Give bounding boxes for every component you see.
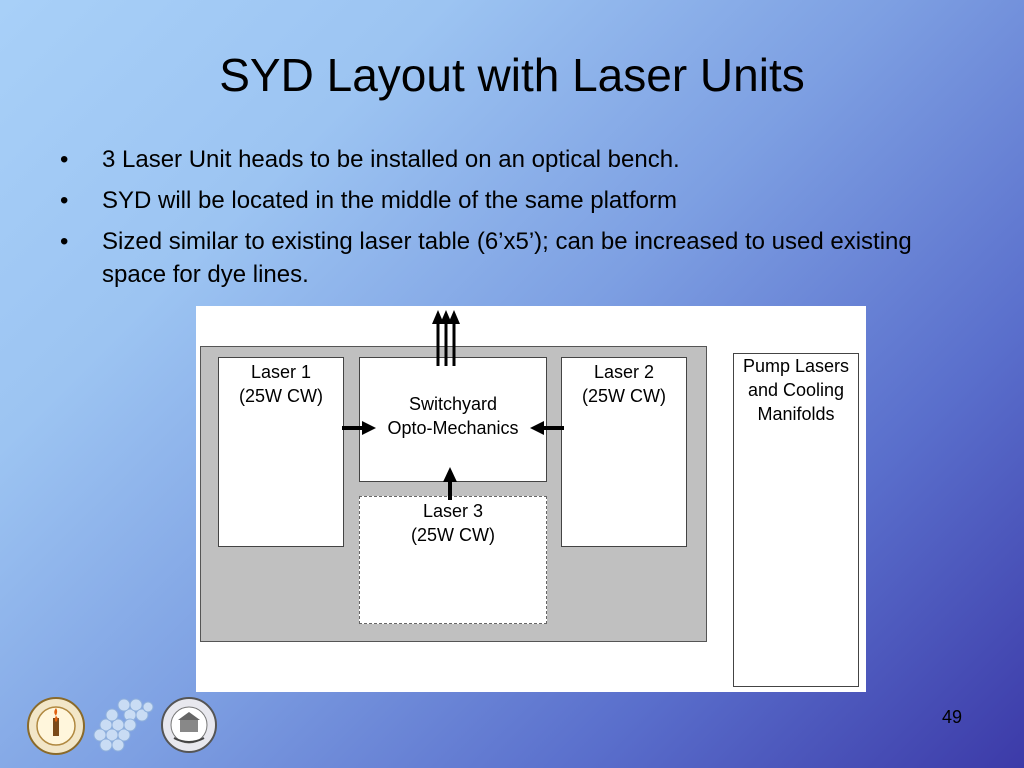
laser2-box: Laser 2 (25W CW): [561, 357, 687, 547]
caltech-seal-icon: [27, 697, 85, 755]
bullet-text: 3 Laser Unit heads to be installed on an…: [102, 146, 680, 173]
bullet-item: • Sized similar to existing laser table …: [58, 225, 978, 291]
laser3-label: Laser 3: [422, 501, 484, 521]
laser3-power: (25W CW): [411, 525, 495, 545]
pump-label-line2: and Cooling: [747, 380, 845, 400]
switchyard-label: Switchyard: [408, 394, 498, 414]
laser1-box: Laser 1 (25W CW): [218, 357, 344, 547]
layout-diagram: Laser 1 (25W CW) Switchyard Opto-Mechani…: [196, 306, 866, 692]
bullet-dot: •: [60, 146, 69, 173]
laser1-power: (25W CW): [239, 386, 323, 406]
output-beam-arrows-icon: [432, 310, 460, 366]
laser3-beam-arrow-icon: [443, 467, 457, 500]
arrows-layer: [342, 310, 564, 500]
slide-title: SYD Layout with Laser Units: [219, 49, 805, 101]
laser2-label: Laser 2: [593, 362, 655, 382]
tmt-mirror-segments-icon: [93, 698, 154, 752]
bullet-dot: •: [60, 187, 69, 214]
page-number: 49: [941, 707, 962, 727]
pump-label-line1: Pump Lasers: [742, 356, 850, 376]
laser2-beam-arrow-icon: [530, 421, 564, 435]
bullet-item: • SYD will be located in the middle of t…: [58, 184, 978, 217]
bullet-list: • 3 Laser Unit heads to be installed on …: [58, 143, 978, 299]
laser2-power: (25W CW): [582, 386, 666, 406]
bullet-text: SYD will be located in the middle of the…: [102, 187, 677, 214]
laser1-beam-arrow-icon: [342, 421, 376, 435]
switchyard-sublabel: Opto-Mechanics: [387, 418, 519, 438]
bullet-dot: •: [60, 228, 69, 255]
laser3-box: Laser 3 (25W CW): [359, 496, 547, 624]
university-of-california-seal-icon: [161, 697, 217, 753]
bullet-text: Sized similar to existing laser table (6…: [102, 228, 912, 288]
pump-label-line3: Manifolds: [757, 404, 835, 424]
pump-lasers-box: Pump Lasers and Cooling Manifolds: [733, 353, 859, 687]
bullet-item: • 3 Laser Unit heads to be installed on …: [58, 143, 978, 176]
laser1-label: Laser 1: [250, 362, 312, 382]
switchyard-box: Switchyard Opto-Mechanics: [359, 357, 547, 482]
